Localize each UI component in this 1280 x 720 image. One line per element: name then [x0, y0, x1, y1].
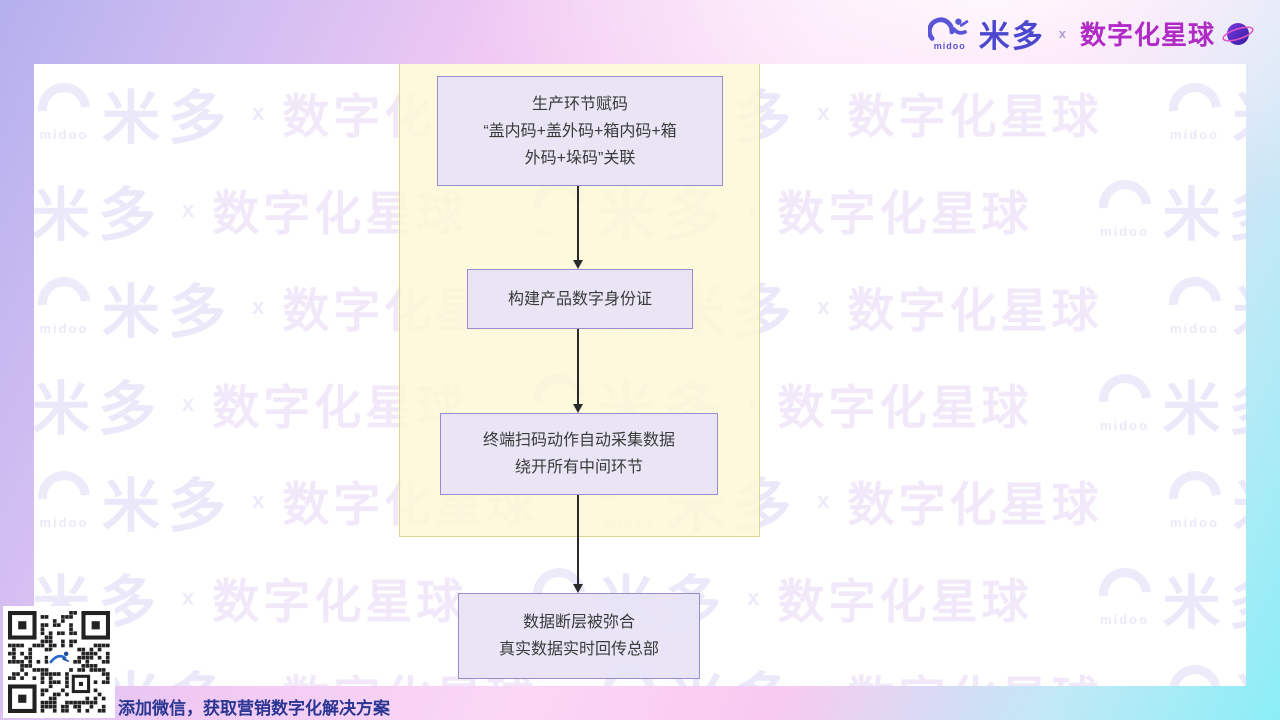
flow-step-line: 生产环节赋码 [531, 95, 628, 113]
watermark-separator: x [182, 584, 195, 610]
brand-planet-text: 数字化星球 [1079, 20, 1215, 50]
watermark-separator: x [182, 390, 195, 416]
watermark-brand-text: 数字化星球 [777, 381, 1033, 434]
watermark-midoo-logo: midoo [34, 266, 101, 340]
watermark-midoo-logo: midoo [1087, 169, 1162, 243]
planet-icon [1222, 22, 1254, 45]
flow-step-line: “盖内码+盖外码+箱内码+箱 [483, 122, 677, 140]
watermark-midoo-logo: midoo [1087, 363, 1162, 437]
watermark-separator: x [252, 682, 264, 687]
watermark-midoo-text: 米多 [102, 85, 235, 151]
watermark-midoo-text: 米多 [102, 473, 235, 539]
header-brand-lockup: midoo 米多 x 数字化星球 [927, 11, 1254, 56]
watermark-midoo-text: 米多 [1233, 265, 1246, 349]
watermark-midoo-text: 米多 [102, 653, 234, 687]
watermark-midoo-logo: midoo [34, 72, 101, 146]
flow-step-line: 数据断层被弥合 [522, 614, 635, 631]
watermark-midoo-text: 米多 [102, 279, 235, 345]
watermark-midoo-wordmark: midoo [39, 127, 89, 142]
flow-step-line: 终端扫码动作自动采集数据 [482, 432, 675, 449]
midoo-logo: midoo [927, 16, 972, 51]
flow-arrow-2 [573, 329, 583, 413]
midoo-arc-icon [1087, 557, 1162, 631]
watermark-brand-text: 数字化星球 [847, 478, 1103, 531]
watermark-midoo-logo: midoo [1157, 72, 1232, 146]
midoo-wordmark: midoo [933, 41, 966, 51]
midoo-arc-icon [1087, 363, 1162, 437]
watermark-row: midoo米多x数字化星球midoo米多x数字化星球midoo米多x数字化星球 [34, 646, 1246, 686]
watermark-separator: x [817, 99, 830, 125]
watermark-midoo-logo: midoo [1157, 654, 1232, 686]
watermark-separator: x [817, 682, 829, 687]
watermark-midoo-wordmark: midoo [1100, 612, 1150, 627]
slide-canvas: midoo米多x数字化星球midoo米多x数字化星球midoo米多x数字化星球m… [34, 64, 1246, 686]
watermark-brand-text: 数字化星球 [777, 187, 1033, 240]
watermark-midoo-logo: midoo [1157, 460, 1232, 534]
midoo-arc-icon [1087, 169, 1162, 243]
watermark-brand-text: 数字化星球 [847, 90, 1103, 143]
watermark-midoo-wordmark: midoo [39, 515, 89, 530]
watermark-midoo-wordmark: midoo [1170, 515, 1220, 530]
watermark-separator: x [252, 293, 265, 319]
flow-step-production-coding: 生产环节赋码 “盖内码+盖外码+箱内码+箱 外码+垛码”关联 [437, 76, 723, 186]
wechat-qr-code [3, 606, 115, 718]
flow-arrow-3 [573, 495, 583, 593]
watermark-midoo-text: 米多 [34, 376, 165, 442]
watermark-midoo-text: 米多 [1233, 653, 1246, 687]
watermark-midoo-wordmark: midoo [39, 321, 89, 336]
watermark-midoo-logo: midoo [1157, 266, 1232, 340]
midoo-arc-icon [1157, 460, 1232, 534]
footer-cta-text: 添加微信，获取营销数字化解决方案 [118, 699, 390, 718]
midoo-swoosh-icon [927, 17, 969, 41]
watermark-midoo-text: 米多 [1233, 71, 1246, 155]
midoo-arc-icon [1157, 72, 1232, 146]
flow-step-line: 外码+垛码”关联 [524, 149, 636, 167]
watermark-midoo-logo: midoo [34, 460, 101, 534]
watermark-midoo-wordmark: midoo [1170, 127, 1220, 142]
brand-midoo-text: 米多 [978, 19, 1045, 54]
flow-step-line: 真实数据实时回传总部 [498, 641, 659, 658]
watermark-midoo-wordmark: midoo [1100, 224, 1150, 239]
watermark-brand-text: 数字化星球 [212, 575, 468, 628]
flow-step-line: 构建产品数字身份证 [507, 290, 652, 308]
watermark-separator: x [817, 293, 830, 319]
flow-step-digital-identity: 构建产品数字身份证 [467, 269, 693, 329]
watermark-midoo-wordmark: midoo [1100, 418, 1150, 433]
flow-step-data-gap-closed: 数据断层被弥合 真实数据实时回传总部 [458, 593, 700, 679]
watermark-midoo-text: 米多 [1162, 570, 1246, 636]
watermark-midoo-text: 米多 [34, 182, 165, 248]
flow-arrow-1 [573, 186, 583, 269]
watermark-midoo-text: 米多 [1162, 376, 1246, 442]
qr-pattern-icon [8, 611, 110, 713]
flow-step-terminal-scan: 终端扫码动作自动采集数据 绕开所有中间环节 [440, 413, 718, 495]
watermark-midoo-text: 米多 [1162, 182, 1246, 248]
watermark-brand-text: 数字化星球 [847, 284, 1103, 337]
watermark-separator: x [817, 487, 830, 513]
flow-step-line: 绕开所有中间环节 [514, 459, 643, 476]
brand-separator: x [1058, 26, 1066, 41]
watermark-separator: x [182, 196, 195, 222]
watermark-separator: x [252, 487, 265, 513]
watermark-separator: x [252, 99, 265, 125]
watermark-midoo-text: 米多 [1233, 459, 1246, 543]
watermark-midoo-wordmark: midoo [1170, 321, 1220, 336]
watermark-midoo-logo: midoo [1087, 557, 1162, 631]
midoo-arc-icon [1157, 654, 1232, 686]
watermark-separator: x [747, 584, 760, 610]
watermark-brand-text: 数字化星球 [777, 575, 1033, 628]
watermark-brand-text: 数字化星球 [848, 660, 1103, 686]
midoo-arc-icon [1157, 266, 1232, 340]
